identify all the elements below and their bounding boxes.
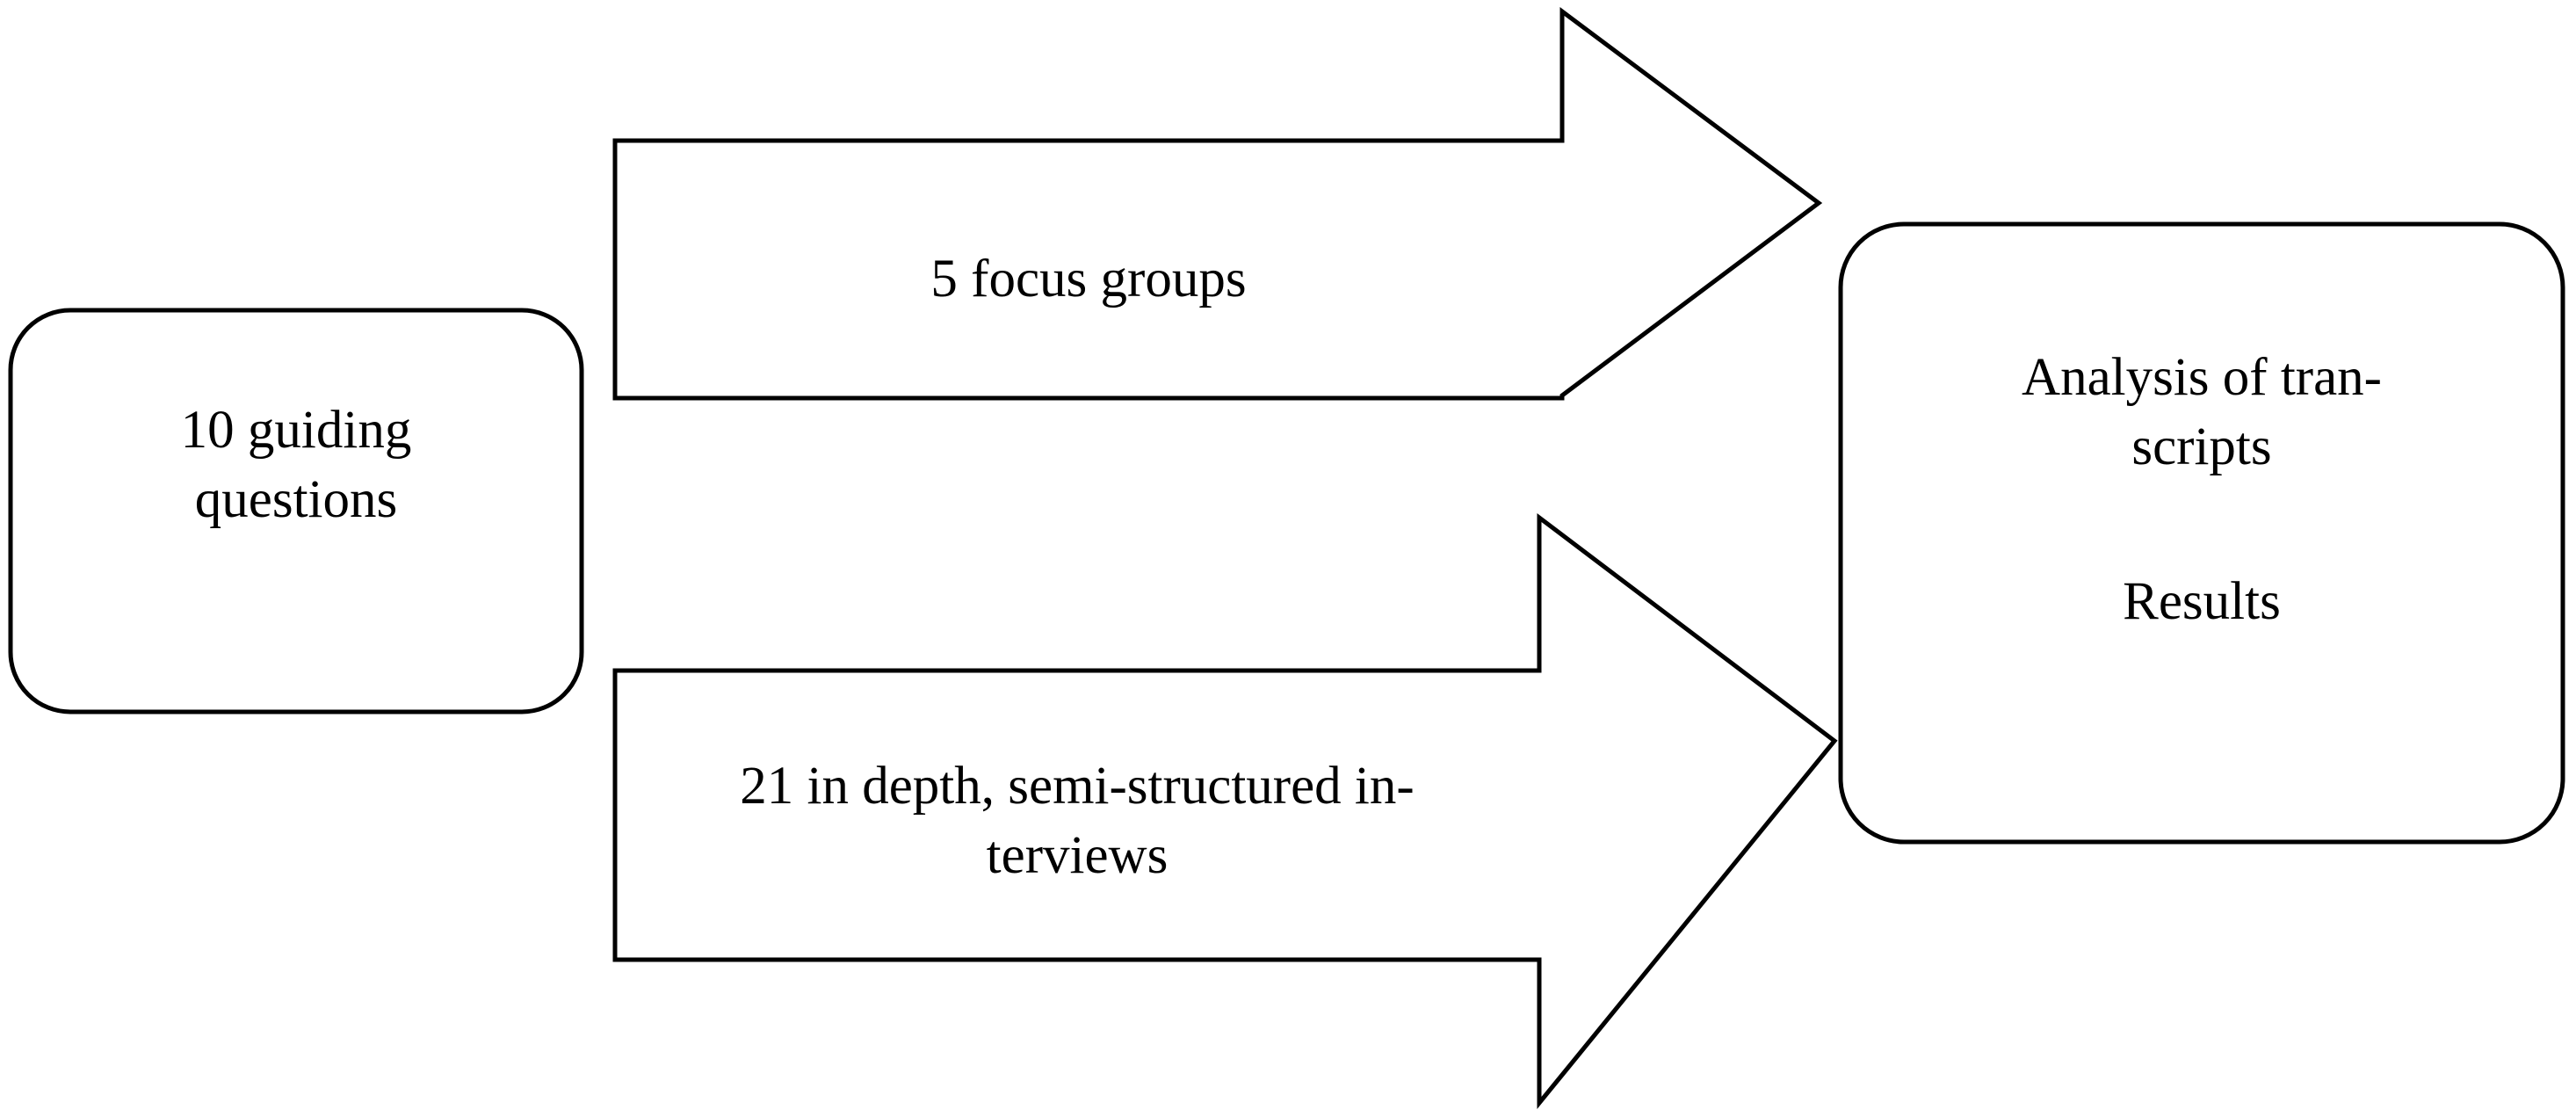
analysis-of-transcripts-label: Analysis of tran- scripts — [2022, 348, 2382, 477]
guiding-questions-box[interactable] — [8, 308, 584, 714]
interviews-arrow[interactable] — [612, 512, 1838, 1110]
results-label: Results — [2123, 572, 2281, 631]
focus-groups-arrow[interactable] — [612, 7, 1823, 401]
analysis-results-box[interactable] — [1838, 221, 2565, 845]
focus-groups-arrow-label: 5 focus groups — [930, 250, 1247, 308]
guiding-questions-label: 10 guiding questions — [180, 401, 412, 530]
interviews-arrow-label: 21 in depth, semi-structured in- terview… — [740, 757, 1415, 886]
